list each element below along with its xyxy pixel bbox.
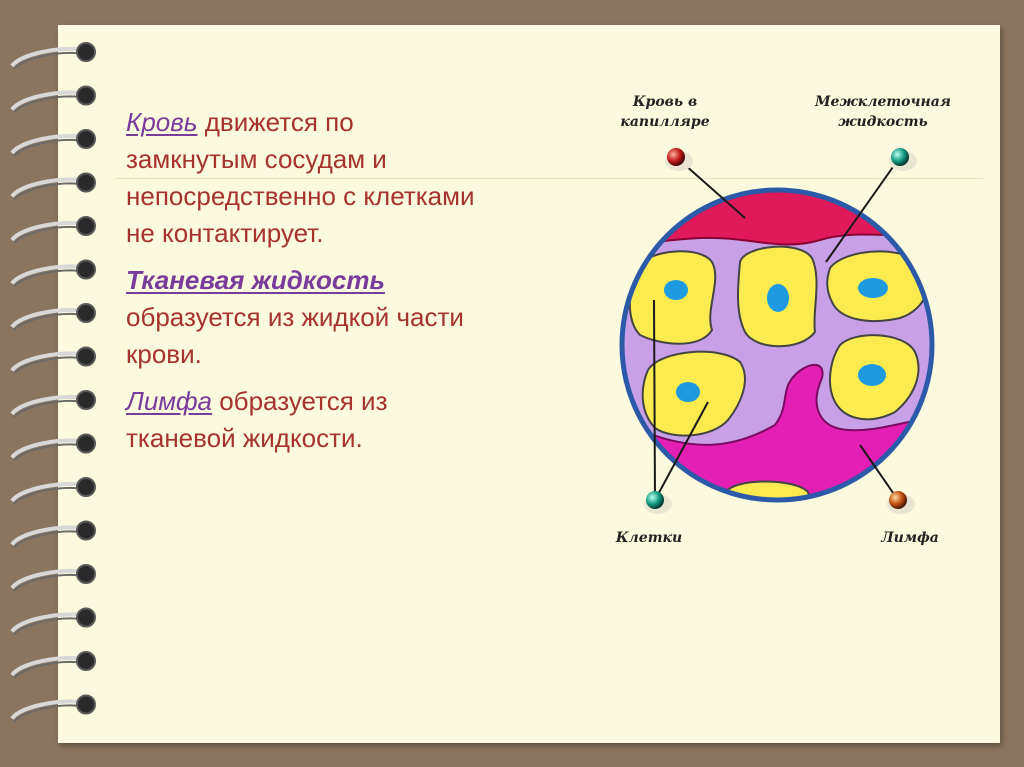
paragraph-blood-text: движется по замкнутым сосудам и непосред… [126, 107, 475, 248]
binding-hole [76, 42, 96, 62]
paragraph-lymph: Лимфа образуется из тканевой жидкости. [126, 383, 486, 457]
spiral-binding [10, 42, 96, 723]
cell-nucleus [858, 364, 886, 386]
explanation-text: Кровь движется по замкнутым сосудам и не… [126, 104, 486, 467]
tissue-diagram [619, 148, 935, 514]
cells [628, 245, 929, 500]
binding-hole [76, 477, 96, 497]
binding-hole [76, 346, 96, 367]
binding-hole [76, 651, 96, 671]
term-lymph: Лимфа [126, 386, 212, 416]
binding-hole [76, 433, 96, 454]
binding-hole [76, 172, 96, 193]
paragraph-tissue-fluid: Тканевая жидкость образуется из жидкой ч… [126, 262, 486, 373]
cell-nucleus [676, 382, 700, 402]
pointer-cells-line-b [654, 401, 709, 501]
tissue-circle-border [619, 187, 935, 503]
binding-hole [76, 216, 96, 236]
pointer-cells-line-a [653, 299, 656, 501]
pointer-interstitial-line [825, 156, 901, 263]
paragraph-tissue-fluid-text: образуется из жидкой части крови. [126, 302, 464, 369]
cell-nucleus [767, 284, 789, 312]
binding-hole [76, 129, 96, 149]
term-blood: Кровь [126, 107, 198, 137]
binding-hole [76, 390, 96, 410]
cell [724, 480, 810, 500]
term-tissue-fluid: Тканевая жидкость [126, 265, 385, 295]
pointer-lymph-line [859, 444, 899, 501]
label-blood-capillary: Кровь в капилляре [620, 94, 710, 130]
cell-nucleus [858, 278, 888, 298]
cell-nucleus [664, 280, 688, 300]
pin-lymph [889, 491, 907, 509]
pointer-lines [653, 156, 901, 501]
binding-hole [76, 520, 96, 541]
paragraph-blood: Кровь движется по замкнутым сосудам и не… [126, 104, 486, 252]
binding-hole [76, 303, 96, 323]
pin-interstitial [891, 148, 909, 166]
label-lymph: Лимфа [881, 530, 939, 546]
label-cells: Клетки [615, 530, 683, 546]
binding-hole [76, 85, 96, 106]
pin-blood [667, 148, 685, 166]
binding-hole [76, 564, 96, 584]
page-rule-line [115, 178, 983, 179]
binding-hole [76, 259, 96, 280]
pins [644, 148, 917, 514]
binding-hole [76, 607, 96, 628]
label-interstitial-fluid: Межклеточная жидкость [815, 94, 951, 130]
binding-hole [76, 694, 96, 715]
paragraph-lymph-text: образуется из тканевой жидкости. [126, 386, 388, 453]
pin-cells [646, 491, 664, 509]
